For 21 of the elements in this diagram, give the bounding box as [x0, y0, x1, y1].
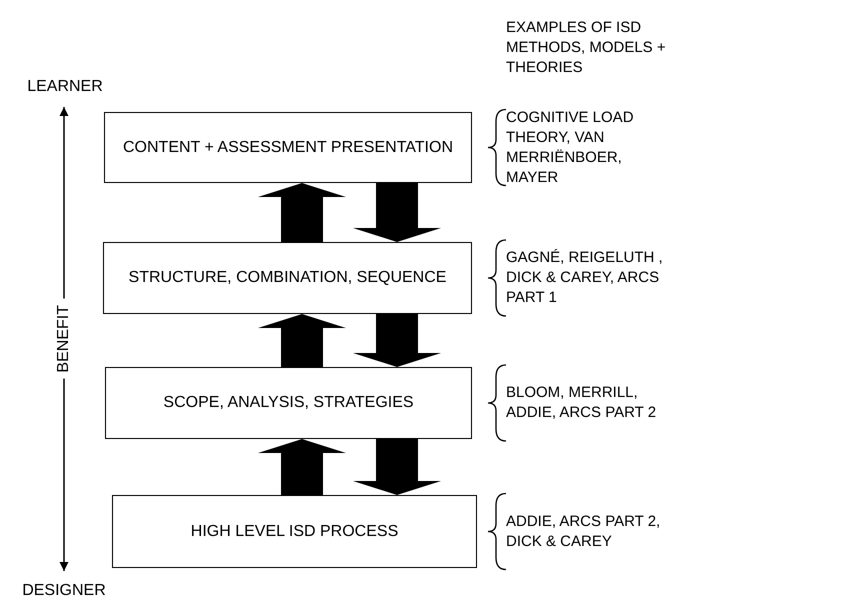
layer-box	[105, 367, 472, 439]
example-list: BLOOM, MERRILL, ADDIE, ARCS PART 2	[506, 383, 671, 423]
layer-box	[112, 495, 477, 568]
layer-title: STRUCTURE, COMBINATION, SEQUENCE	[128, 268, 446, 288]
layer-box	[104, 112, 472, 183]
example-list: ADDIE, ARCS PART 2, DICK & CAREY	[506, 512, 671, 552]
block-arrow	[353, 439, 441, 495]
block-arrow	[258, 314, 346, 367]
block-arrow	[353, 314, 441, 367]
end-label: LEARNER	[10, 76, 120, 98]
example-list: COGNITIVE LOAD THEORY, VAN MERRIËNBOER, MAYER	[506, 108, 671, 188]
end-label: DESIGNER	[4, 580, 124, 602]
block-arrow	[258, 183, 346, 242]
block-arrow	[258, 439, 346, 495]
block-arrow	[353, 183, 441, 242]
example-list: GAGNÉ, REIGELUTH , DICK & CAREY, ARCS PART 1	[506, 248, 671, 308]
layer-box	[103, 242, 472, 314]
column-heading: EXAMPLES OF ISD METHODS, MODELS + THEORIES	[506, 18, 667, 78]
layer-title: CONTENT + ASSESSMENT PRESENTATION	[123, 138, 453, 158]
layer-title: HIGH LEVEL ISD PROCESS	[190, 522, 398, 542]
layer-title: SCOPE, ANALYSIS, STRATEGIES	[163, 393, 414, 413]
